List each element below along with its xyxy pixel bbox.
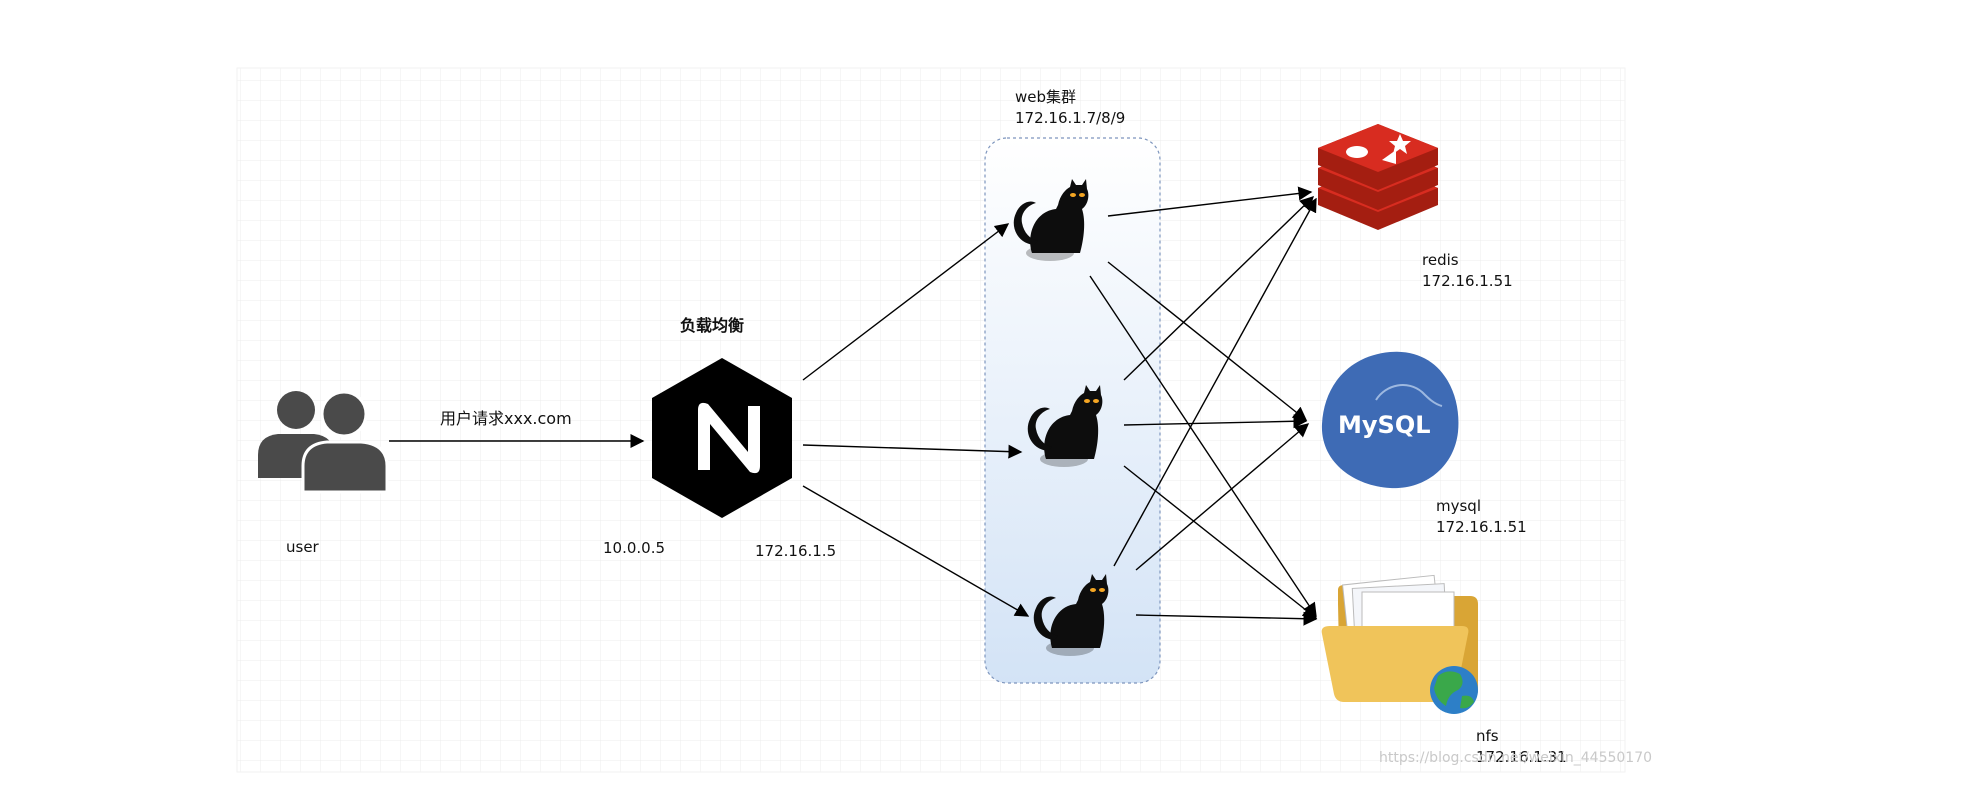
nfs-ip: 172.16.1.31: [1476, 748, 1567, 766]
edge-web1-mysql: [1107, 261, 1308, 421]
edge-nginx-web2: [802, 444, 1023, 459]
edge-nginx-web1: [802, 223, 1010, 381]
edge-web2-redis: [1123, 196, 1315, 381]
mysql-logo-text: MySQL: [1338, 411, 1431, 439]
user-icon[interactable]: [258, 390, 389, 494]
edge-web3-redis: [1113, 197, 1317, 567]
mysql-icon[interactable]: MySQL: [1321, 351, 1459, 489]
edge-web1-nfs: [1089, 275, 1317, 618]
connection-arrows: [389, 186, 1318, 626]
edge-web3-mysql: [1135, 423, 1310, 571]
user-label: user: [286, 538, 320, 556]
edge-user-nginx-label: 用户请求xxx.com: [440, 409, 572, 428]
mysql-name: mysql: [1436, 497, 1481, 515]
edge-web1-redis: [1107, 186, 1313, 217]
edge-web2-nfs: [1123, 465, 1318, 619]
redis-name: redis: [1422, 251, 1459, 269]
edge-web2-mysql: [1123, 414, 1308, 429]
edge-nginx-web3: [802, 485, 1030, 617]
web-cluster-title: web集群: [1015, 88, 1076, 106]
nfs-folder-icon[interactable]: [1321, 574, 1478, 714]
watermark: https://blog.csdn.net/weixin_4455017​0: [1379, 750, 1652, 766]
redis-icon[interactable]: [1318, 124, 1438, 230]
nfs-name: nfs: [1476, 727, 1499, 745]
mysql-ip: 172.16.1.51: [1436, 518, 1527, 536]
nginx-external-ip: 10.0.0.5: [603, 539, 665, 557]
nginx-title: 负载均衡: [680, 316, 744, 335]
redis-ip: 172.16.1.51: [1422, 272, 1513, 290]
nginx-internal-ip: 172.16.1.5: [755, 542, 836, 560]
nginx-icon[interactable]: [652, 358, 792, 518]
edge-web3-nfs: [1135, 611, 1318, 626]
web-cluster-ip: 172.16.1.7/8/9: [1015, 109, 1125, 127]
